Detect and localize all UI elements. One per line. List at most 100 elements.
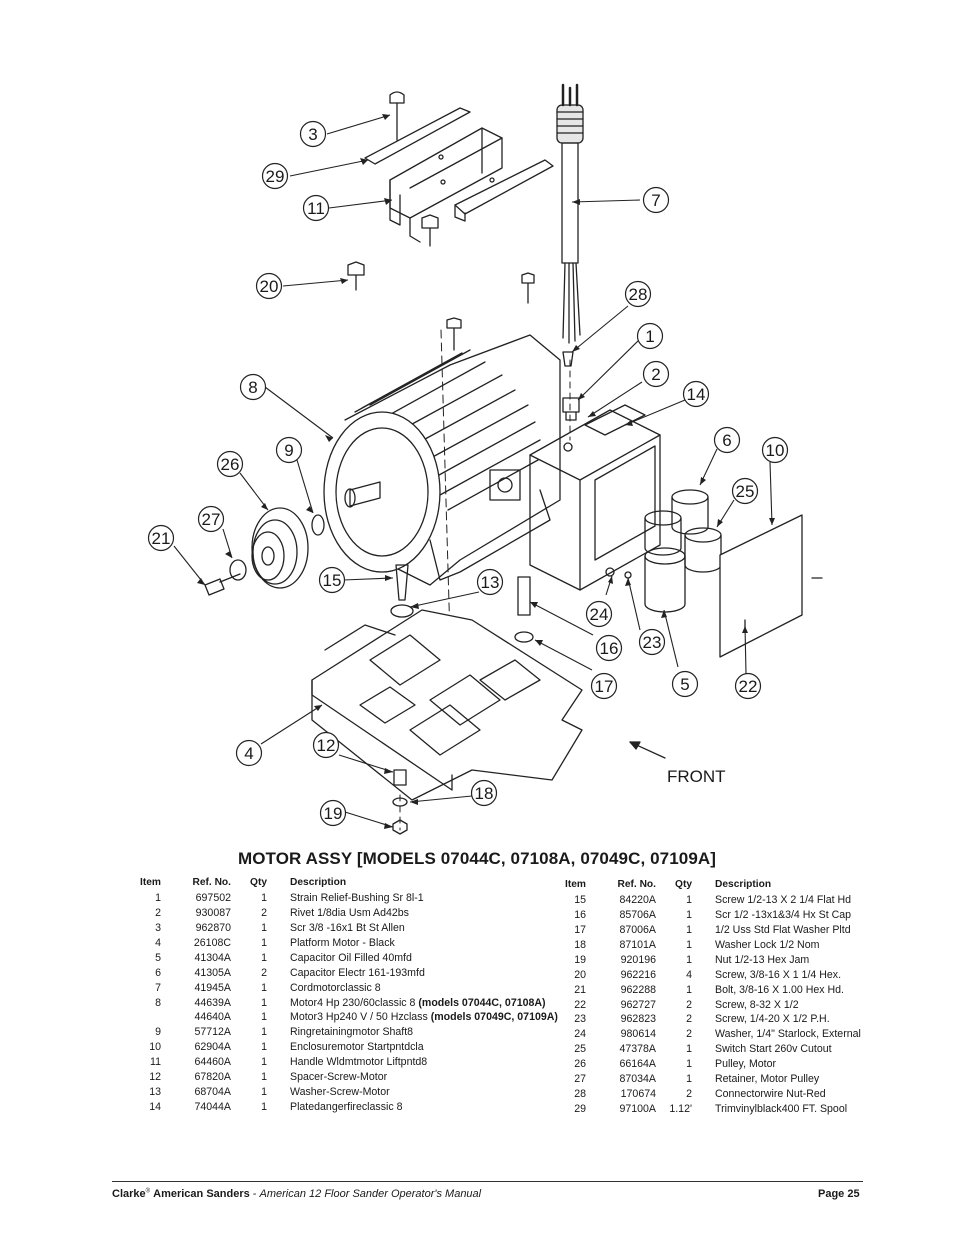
svg-text:29: 29 [266,167,285,186]
callout-27: 27 [197,505,225,533]
item-number [133,1010,161,1025]
item-number: 19 [574,953,586,966]
screw-item-3 [389,91,405,141]
footer-brand: Clarke [112,1188,146,1200]
svg-text:16: 16 [600,639,619,658]
quantity: 1 [261,1041,267,1054]
svg-text:3: 3 [308,125,317,144]
ref-number: 47378A [619,1043,656,1056]
ref-number: 697502 [195,891,231,904]
quantity: 1 [686,983,692,996]
description: Platedangerfireclassic 8 [290,1101,403,1114]
svg-text:24: 24 [590,605,609,624]
ref-number: 44639A [194,996,231,1009]
callout-13: 13 [476,568,504,596]
callout-8: 8 [239,373,267,401]
quantity: 1 [686,923,692,936]
ref-number: 920196 [620,953,656,966]
exploded-diagram: 3291120892627211541219728121461025131617… [147,83,823,835]
ref-number: 930087 [195,906,231,919]
item-number: 3 [155,921,161,934]
quantity: 2 [261,966,267,979]
ref-number: 97100A [619,1103,656,1116]
item-number: 25 [574,1043,586,1056]
cord-plug-item-7 [556,83,584,344]
svg-text:9: 9 [284,441,293,460]
svg-text:15: 15 [323,571,342,590]
ref-number: 41304A [194,951,231,964]
svg-text:17: 17 [595,677,614,696]
page-title: MOTOR ASSY [MODELS 07044C, 07108A, 07049… [237,849,717,868]
item-number: 23 [574,1013,586,1026]
description: Scr 1/2 -13x1&3/4 Hx St Cap [715,908,852,921]
svg-text:28: 28 [629,285,648,304]
item-number: 16 [574,908,586,921]
item-number: 24 [574,1028,586,1041]
callout-9: 9 [275,436,303,464]
svg-text:7: 7 [651,191,660,210]
callout-20: 20 [255,272,283,300]
model-applicability: (models 07044C, 07108A) [418,996,546,1009]
svg-text:18: 18 [475,784,494,803]
quantity: 1 [261,951,267,964]
quantity: 1 [261,891,267,904]
ref-number: 68704A [194,1086,231,1099]
svg-text:19: 19 [324,804,343,823]
parts-table-header: Item Ref. No. Qty Description [133,876,558,891]
ref-number: 62904A [194,1041,231,1054]
page-number: Page 25 [818,1188,860,1200]
callout-22: 22 [734,672,762,700]
callout-23: 23 [638,628,666,656]
description: Screw, 8-32 X 1/2 [715,998,799,1011]
description: Screw, 3/8-16 X 1 1/4 Hex. [715,968,842,981]
description: Bolt, 3/8-16 X 1.00 Hex Hd. [715,983,844,996]
description: 1/2 Uss Std Flat Washer Pltd [715,923,851,936]
ref-number: 57712A [194,1026,231,1039]
callout-4: 4 [235,739,263,767]
item-number: 8 [155,996,161,1009]
callout-3: 3 [299,120,327,148]
item-number: 12 [149,1071,161,1084]
description: Cordmotorclassic 8 [290,981,381,994]
description: Switch Start 260v Cutout [715,1043,832,1056]
pulley-item-26 [251,507,309,589]
ref-number: 64460A [194,1056,231,1069]
description: Capacitor Electr 161-193mfd [290,966,425,979]
item-number: 11 [150,1056,161,1069]
item-number: 29 [574,1103,586,1116]
svg-text:12: 12 [317,736,336,755]
quantity: 1 [261,1101,267,1114]
item-number: 20 [574,968,586,981]
ref-number: 87034A [619,1073,656,1086]
quantity: 1 [261,996,267,1009]
header-ref-no: Ref. No. [617,879,657,890]
footer-divider [112,1181,863,1182]
description: Screw 1/2-13 X 2 1/4 Flat Hd [715,893,852,906]
capacitor-item-5 [644,547,686,613]
quantity: 1 [686,953,692,966]
footer-manual-title: American 12 Floor Sander Operator's Manu… [259,1188,482,1200]
callout-24: 24 [585,600,613,628]
quantity: 1 [686,938,692,951]
callout-19: 19 [319,799,347,827]
callout-16: 16 [595,634,623,662]
callout-15: 15 [318,566,346,594]
ref-number: 84220A [619,893,656,906]
registered-mark: ® [145,1188,151,1195]
description: Connectorwire Nut-Red [715,1088,826,1101]
quantity: 1 [261,921,267,934]
handle-item-11 [389,127,503,243]
ref-number: 41945A [194,981,231,994]
ref-number: 962727 [620,998,656,1011]
